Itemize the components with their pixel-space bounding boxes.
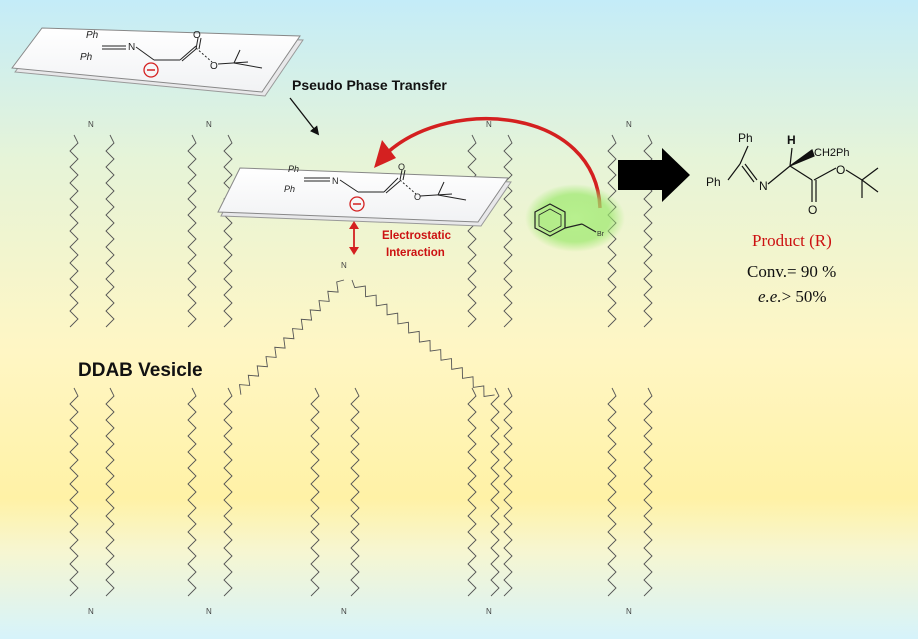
lipid-chain [105,387,115,597]
lipid-chain [503,134,513,328]
lipid-chain [503,387,513,597]
substrate-plate-middle: Ph Ph N O O [217,162,512,227]
lipid-chain [69,387,79,597]
ee-label: e.e.> 50% [758,287,827,306]
ammonium-head-labels: N N N N N N N N N N [88,120,632,616]
lipid-chain [607,387,617,597]
ammonium-n-label: N [88,607,94,616]
ammonium-n-label: N [486,607,492,616]
pseudo-phase-transfer-label: Pseudo Phase Transfer [292,77,447,93]
br-label: Br [597,231,605,238]
negative-charge-circle-top [143,62,159,78]
product-n: N [759,179,768,193]
ee-value: > 50% [782,287,827,306]
lipid-chain-splayed [238,279,345,395]
lipid-chain [467,387,477,597]
ammonium-n-label: N [486,120,492,129]
product-structure [727,145,879,202]
n-label-2: N [332,176,339,186]
benzyl-bromide: Br [525,184,625,252]
ammonium-n-label: N [626,607,632,616]
lipid-chain [223,134,233,328]
lipid-chain [187,134,197,328]
electrostatic-double-arrow [349,221,359,255]
n-label: N [128,42,135,53]
electrostatic-label-line1: Electrostatic [382,230,452,242]
product-ph-1: Ph [738,131,753,145]
lipid-chain [643,387,653,597]
lipid-chain [105,134,115,328]
o-label-1: O [193,30,201,41]
product-title: Product (R) [752,231,832,250]
ph-label-1: Ph [86,30,99,41]
ammonium-n-label: N [88,120,94,129]
ee-abbrev: e.e. [758,287,782,306]
ammonium-n-label: N [341,261,347,270]
negative-charge-circle-middle [349,196,365,212]
ph-label-2: Ph [80,52,93,63]
green-glow [525,184,625,252]
ammonium-n-label: N [206,120,212,129]
lipid-chain [69,134,79,328]
ddab-lipid-chains [69,134,653,597]
electrostatic-label-line2: Interaction [386,247,445,259]
lipid-chain-splayed [351,279,495,398]
lipid-chain [310,387,320,597]
product-ph-2: Ph [706,175,721,189]
o-label-2: O [210,61,218,72]
lipid-chain [490,387,500,597]
product-carbonyl-o: O [808,203,817,217]
ammonium-n-label: N [626,120,632,129]
lipid-chain [187,387,197,597]
vesicle-label: DDAB Vesicle [78,360,203,381]
red-curved-arrow [374,117,602,209]
lipid-chain [350,387,360,597]
product-ch2ph: CH2Ph [814,147,849,159]
ammonium-n-label: N [206,607,212,616]
lipid-chain [467,134,477,328]
ammonium-n-label: N [341,607,347,616]
product-h: H [787,133,796,147]
o-label-4: O [414,192,421,202]
lipid-chain [223,387,233,597]
ph-label-3: Ph [288,164,299,174]
transfer-arrow [289,97,320,136]
ph-label-4: Ph [284,184,295,194]
conversion-label: Conv.= 90 % [747,262,836,281]
substrate-plate-top: Ph Ph N O O [11,27,304,97]
product-ester-o: O [836,163,845,177]
reaction-arrow [618,148,690,202]
o-label-3: O [398,162,405,172]
